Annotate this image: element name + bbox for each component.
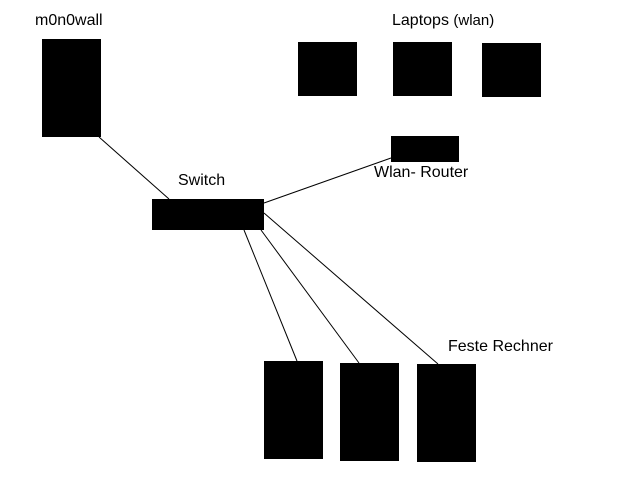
switch-node [152,199,264,230]
desktops-label: Feste Rechner [448,338,553,355]
edge-switch-pc3 [263,212,439,365]
laptops-label-suffix: (wlan) [453,12,495,29]
wlan-router-label: Wlan- Router [374,164,469,181]
laptop-node-2 [393,42,452,96]
laptops-label-text: Laptops [392,12,449,29]
edge-switch-pc1 [243,229,298,362]
firewall-label: m0n0wall [35,12,103,29]
laptop-node-3 [482,43,541,97]
laptops-label: Laptops (wlan) [392,13,494,29]
firewall-node [42,39,101,137]
edge-firewall-switch [98,136,170,200]
wlan-router-node [391,136,459,162]
desktop-node-3 [417,364,476,462]
desktop-node-2 [340,363,399,461]
edge-switch-pc2 [260,229,360,364]
edge-switch-router [263,157,392,204]
desktop-node-1 [264,361,323,459]
laptop-node-1 [298,42,357,96]
switch-label: Switch [178,172,226,189]
